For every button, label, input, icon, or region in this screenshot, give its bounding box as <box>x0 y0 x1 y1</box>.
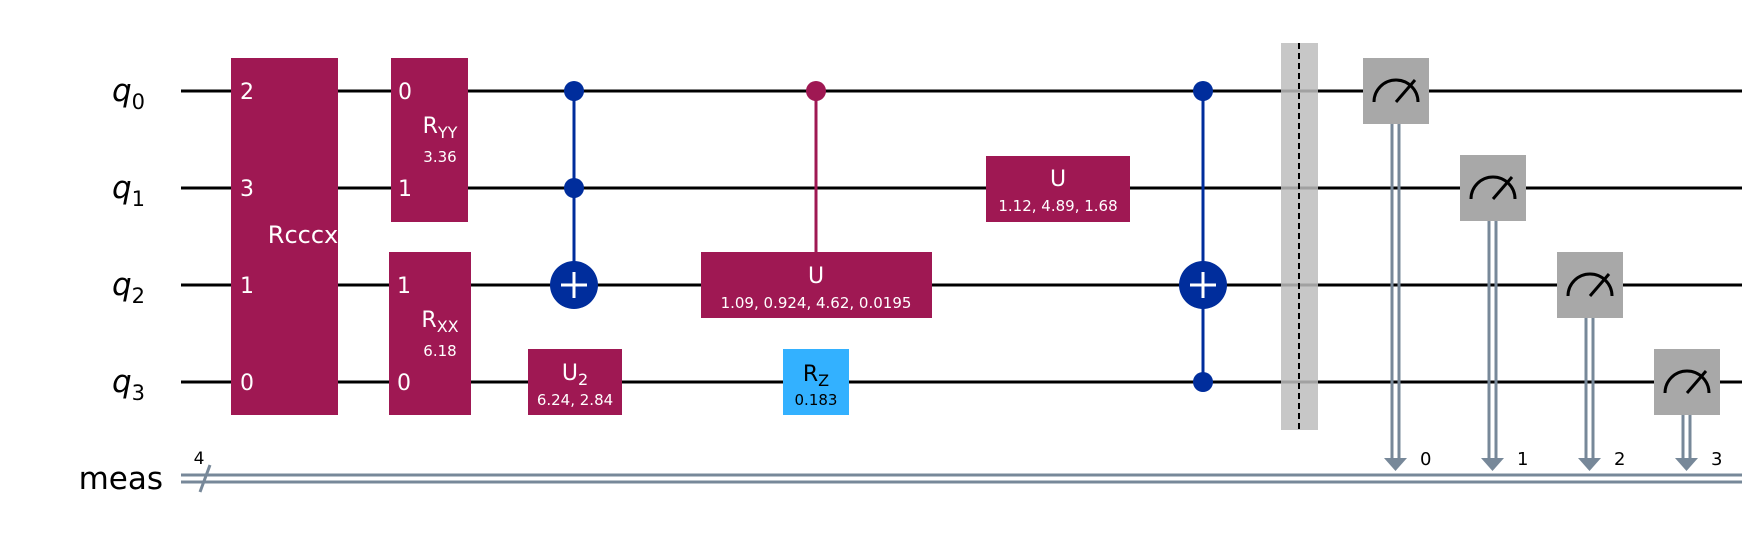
cu-gate-label: U <box>808 264 824 289</box>
u-q1-gate-box <box>986 156 1130 222</box>
control-dot-icon <box>1193 372 1213 392</box>
rxx-gate[interactable]: 1 0 RXX 6.18 <box>389 252 471 415</box>
control-dot-icon <box>564 178 584 198</box>
classical-register-label: meas <box>79 461 163 497</box>
measure-cbit-label-3: 3 <box>1711 449 1722 470</box>
bus-slash-icon <box>198 464 212 493</box>
meter-icon <box>1557 252 1623 318</box>
rcccx-gate-box <box>231 58 338 415</box>
qubit-label-q1: q1 <box>112 170 145 211</box>
u-q1-gate-label: U <box>1050 167 1066 192</box>
rcccx-pin-q3: 0 <box>240 371 254 396</box>
classical-wire <box>181 473 1742 484</box>
ryy-gate-label: RYY <box>423 114 458 142</box>
u2-gate[interactable]: U2 6.24, 2.84 <box>528 349 622 415</box>
control-dot-icon <box>1193 81 1213 101</box>
rxx-pin-q3: 0 <box>397 371 411 396</box>
rz-gate-box <box>783 349 849 415</box>
ccx-gate[interactable] <box>550 81 598 309</box>
u-gate-q1[interactable]: U 1.12, 4.89, 1.68 <box>986 156 1130 222</box>
u2-gate-param: 6.24, 2.84 <box>537 391 613 409</box>
rcccx-pin-q1: 3 <box>240 177 254 202</box>
qubit-label-q2: q2 <box>112 267 145 308</box>
cu-gate-box <box>701 252 932 318</box>
ryy-pin-q1: 1 <box>398 177 412 202</box>
qubit-label-q3: q3 <box>112 364 145 405</box>
measure-cbit-label-2: 2 <box>1614 449 1625 470</box>
u2-gate-label: U2 <box>562 361 588 389</box>
rcccx-gate[interactable]: Rcccx 2 3 1 0 <box>231 58 338 415</box>
u2-gate-box <box>528 349 622 415</box>
rcccx-gate-label: Rcccx <box>268 221 338 249</box>
control-dot-icon <box>564 81 584 101</box>
ryy-gate-box <box>391 58 468 222</box>
measure-arrow-icon <box>1481 458 1504 471</box>
ryy-gate[interactable]: 0 1 RYY 3.36 <box>391 58 468 222</box>
control-dot-icon <box>806 81 826 101</box>
rz-gate-label: RZ <box>803 362 829 390</box>
measurement-q3[interactable]: 3 <box>1654 349 1722 471</box>
rz-gate[interactable]: RZ 0.183 <box>783 349 849 415</box>
register-width-label: 4 <box>194 449 205 469</box>
u-q1-gate-param: 1.12, 4.89, 1.68 <box>998 197 1117 215</box>
rcccx-pin-q0: 2 <box>240 80 254 105</box>
ryy-gate-param: 3.36 <box>423 148 456 166</box>
measurement-q1[interactable]: 1 <box>1460 155 1528 471</box>
rz-gate-param: 0.183 <box>795 391 838 409</box>
measure-arrow-icon <box>1578 458 1601 471</box>
qubit-label-q0: q0 <box>112 73 145 114</box>
rxx-pin-q2: 1 <box>397 274 411 299</box>
measurement-q0[interactable]: 0 <box>1363 58 1431 471</box>
cu-gate-param: 1.09, 0.924, 4.62, 0.0195 <box>721 294 912 312</box>
rcccx-pin-q2: 1 <box>240 274 254 299</box>
meter-icon <box>1363 58 1429 124</box>
rxx-gate-param: 6.18 <box>423 342 456 360</box>
measure-arrow-icon <box>1384 458 1407 471</box>
multi-control-x-gate[interactable] <box>1179 81 1227 392</box>
meter-icon <box>1654 349 1720 415</box>
measure-arrow-icon <box>1675 458 1698 471</box>
rxx-gate-box <box>389 252 471 415</box>
ryy-pin-q0: 0 <box>398 80 412 105</box>
barrier[interactable] <box>1281 43 1318 430</box>
measurement-q2[interactable]: 2 <box>1557 252 1625 471</box>
measure-cbit-label-1: 1 <box>1517 449 1528 470</box>
controlled-u-gate[interactable]: U 1.09, 0.924, 4.62, 0.0195 <box>701 81 932 318</box>
meter-icon <box>1460 155 1526 221</box>
measure-cbit-label-0: 0 <box>1420 449 1431 470</box>
qubit-labels: q0 q1 q2 q3 meas <box>79 73 163 497</box>
rxx-gate-label: RXX <box>421 308 458 336</box>
